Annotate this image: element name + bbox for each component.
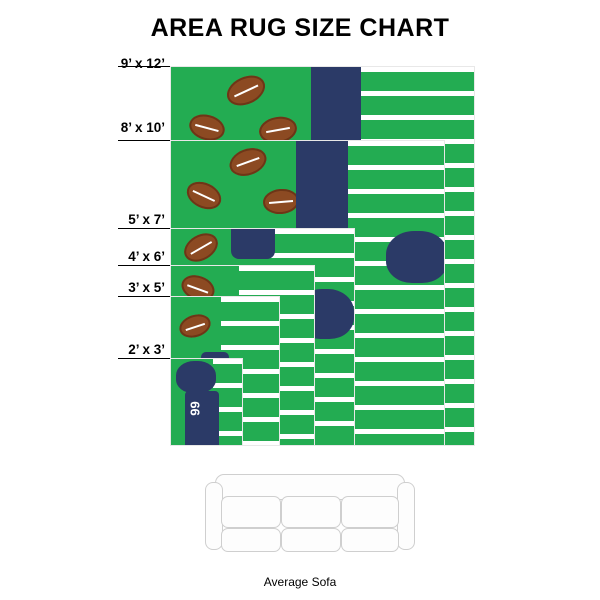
size-label-5x7: 5’ x 7’ xyxy=(128,212,165,227)
football-icon xyxy=(182,176,226,215)
helmet-graphic xyxy=(386,231,444,283)
leader-line-8x10 xyxy=(118,140,170,141)
jersey-graphic xyxy=(296,141,348,241)
page-title: AREA RUG SIZE CHART xyxy=(150,14,450,42)
jersey-number: 99 xyxy=(187,401,203,416)
sofa-graphic xyxy=(205,474,415,564)
football-icon xyxy=(176,310,214,342)
rug-2x3: 99 xyxy=(170,358,243,446)
football-icon xyxy=(222,69,270,112)
size-label-3x5: 3’ x 5’ xyxy=(128,280,165,295)
leader-line-3x5 xyxy=(118,296,170,297)
sofa-cushion-3 xyxy=(341,496,399,528)
sofa-seat-1 xyxy=(221,528,281,552)
sofa-seat-2 xyxy=(281,528,341,552)
sofa-arm-right xyxy=(397,482,415,550)
football-icon xyxy=(225,143,271,181)
size-label-9x12: 9’ x 12’ xyxy=(120,56,165,71)
leader-line-5x7 xyxy=(118,228,170,229)
leader-line-9x12 xyxy=(118,66,170,67)
leader-line-4x6 xyxy=(118,265,170,266)
size-label-2x3: 2’ x 3’ xyxy=(128,342,165,357)
sofa-cushion-2 xyxy=(281,496,341,528)
football-icon xyxy=(261,187,301,216)
jersey-graphic xyxy=(185,391,219,445)
helmet-graphic xyxy=(176,361,216,393)
sofa-cushion-1 xyxy=(221,496,281,528)
football-icon xyxy=(179,229,223,268)
leader-line-2x3 xyxy=(118,358,170,359)
sofa-caption: Average Sofa xyxy=(263,575,337,589)
size-label-8x10: 8’ x 10’ xyxy=(120,120,165,135)
jersey-graphic xyxy=(231,229,275,259)
size-label-4x6: 4’ x 6’ xyxy=(128,249,165,264)
sofa-seat-3 xyxy=(341,528,399,552)
